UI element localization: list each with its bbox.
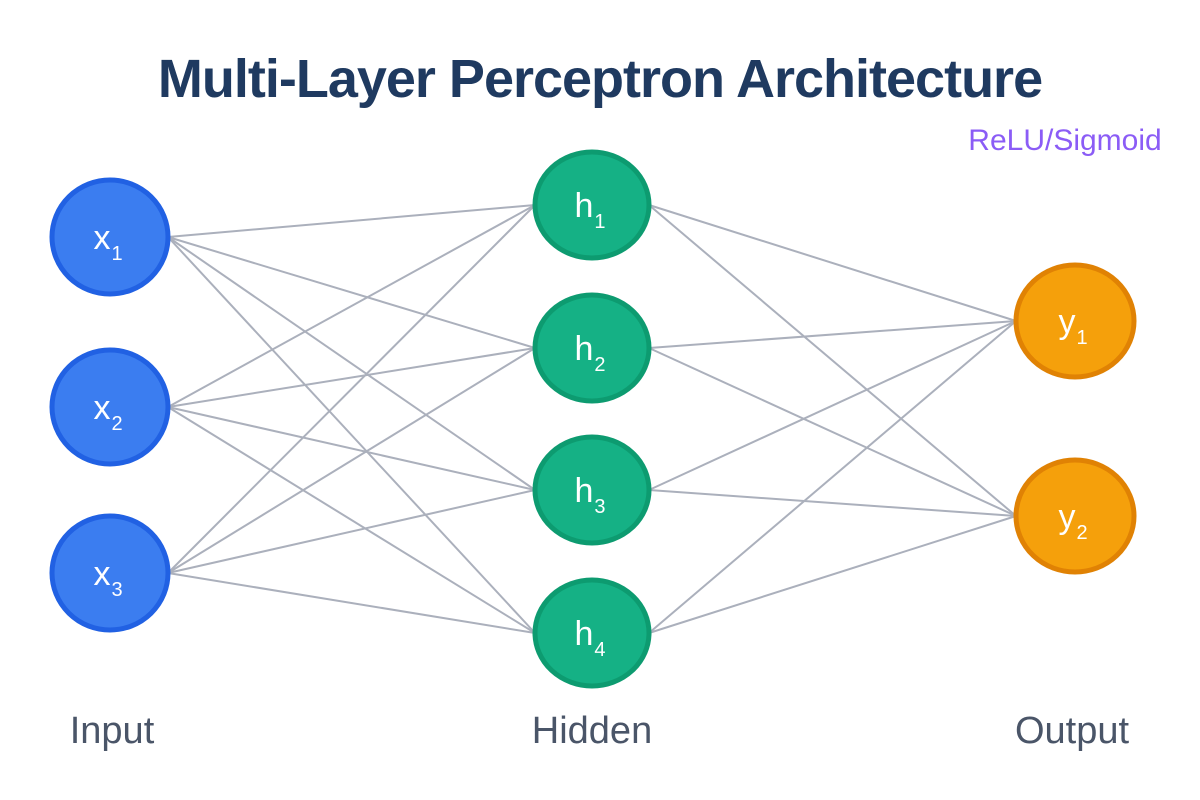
node-label-h2: h2: [574, 330, 605, 376]
edge-x2-h1: [167, 204, 536, 408]
node-circle-y2: [1013, 457, 1137, 575]
edge-x1-h2: [167, 236, 536, 349]
node-circle-x1: [49, 177, 171, 297]
node-h3: h3: [532, 434, 652, 546]
layer-label-output: Output: [1014, 710, 1130, 752]
node-circle-h3: [532, 434, 652, 546]
diagram-title: Multi-Layer Perceptron Architecture: [157, 49, 1043, 109]
node-label-h3: h3: [574, 472, 605, 518]
edge-h1-y2: [648, 204, 1017, 517]
activation-annotation: ReLU/Sigmoid: [968, 124, 1162, 157]
edge-x1-h4: [167, 236, 536, 634]
node-h4: h4: [532, 577, 652, 689]
node-label-h1: h1: [574, 187, 605, 233]
edge-x1-h1: [167, 204, 536, 238]
edge-h2-y2: [648, 347, 1017, 517]
node-x1: x1: [49, 177, 171, 297]
edge-x3-h1: [167, 204, 536, 574]
edge-x1-h3: [167, 236, 536, 491]
node-label-y1: y1: [1058, 303, 1087, 349]
node-circle-h2: [532, 292, 652, 404]
node-circle-h4: [532, 577, 652, 689]
node-label-h4: h4: [574, 615, 605, 661]
node-y2: y2: [1013, 457, 1137, 575]
node-h2: h2: [532, 292, 652, 404]
layer-label-input: Input: [69, 710, 155, 752]
edge-x3-h4: [167, 572, 536, 634]
node-circle-y1: [1013, 262, 1137, 380]
node-label-x1: x1: [93, 219, 122, 265]
edge-h1-y1: [648, 204, 1017, 322]
edge-h4-y1: [648, 320, 1017, 634]
edge-x2-h2: [167, 347, 536, 408]
node-x3: x3: [49, 513, 171, 633]
node-label-x3: x3: [93, 555, 122, 601]
layer-label-hidden: Hidden: [531, 710, 653, 752]
node-y1: y1: [1013, 262, 1137, 380]
node-circle-h1: [532, 149, 652, 261]
node-label-x2: x2: [93, 389, 122, 435]
edge-x3-h2: [167, 347, 536, 574]
edge-x2-h3: [167, 406, 536, 491]
node-x2: x2: [49, 347, 171, 467]
edge-h3-y1: [648, 320, 1017, 491]
edge-h3-y2: [648, 489, 1017, 517]
edge-h4-y2: [648, 515, 1017, 634]
edge-x2-h4: [167, 406, 536, 634]
node-circle-x3: [49, 513, 171, 633]
edge-x3-h3: [167, 489, 536, 574]
node-label-y2: y2: [1058, 498, 1087, 544]
node-h1: h1: [532, 149, 652, 261]
edge-h2-y1: [648, 320, 1017, 349]
node-circle-x2: [49, 347, 171, 467]
